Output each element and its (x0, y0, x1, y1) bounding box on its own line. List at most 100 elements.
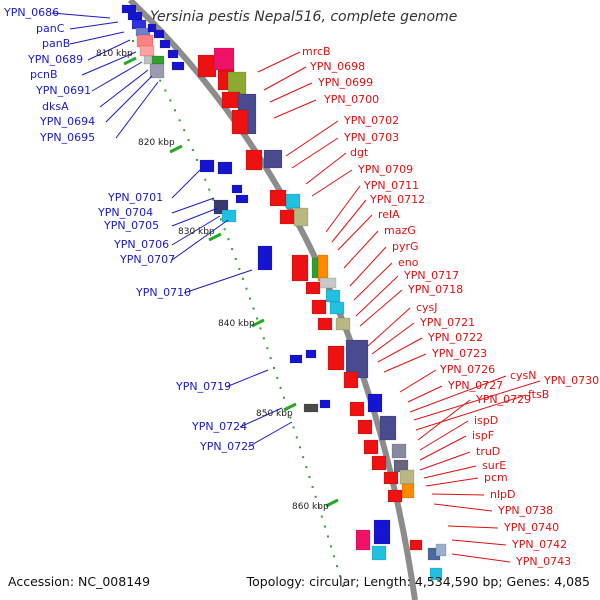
gene-label-ypn_0743[interactable]: YPN_0743 (515, 555, 571, 568)
gene-leader-line (433, 503, 493, 512)
gene-leader-line (451, 539, 507, 546)
gene-label-ypn_0691[interactable]: YPN_0691 (35, 84, 91, 97)
gene-feature (327, 345, 345, 371)
tick-dot (282, 396, 285, 399)
gene-label-nlpd[interactable]: nlpD (490, 488, 515, 501)
gene-label-ypn_0695[interactable]: YPN_0695 (39, 131, 95, 144)
gene-label-dgt[interactable]: dgt (350, 146, 369, 159)
gene-label-pyrg[interactable]: pyrG (392, 240, 419, 253)
gene-feature (199, 159, 215, 173)
gene-label-ypn_0722[interactable]: YPN_0722 (427, 331, 483, 344)
tick-dot (289, 416, 292, 419)
gene-leader-line (371, 322, 415, 355)
gene-label-ypn_0712[interactable]: YPN_0712 (369, 193, 425, 206)
gene-label-ypn_0730[interactable]: YPN_0730 (543, 374, 599, 387)
gene-feature (357, 419, 373, 435)
gene-label-ypn_0724[interactable]: YPN_0724 (191, 420, 247, 433)
tick-dot (204, 178, 207, 181)
gene-label-ypn_0718[interactable]: YPN_0718 (407, 283, 463, 296)
gene-label-panc[interactable]: panC (36, 22, 65, 35)
gene-leader-line (355, 275, 399, 317)
gene-label-ypn_0694[interactable]: YPN_0694 (39, 115, 95, 128)
gene-label-mazg[interactable]: mazG (384, 224, 416, 237)
gene-label-ypn_0729[interactable]: YPN_0729 (475, 393, 531, 406)
tick-dot (183, 129, 186, 132)
gene-label-ypn_0727[interactable]: YPN_0727 (447, 379, 503, 392)
gene-feature (319, 399, 331, 409)
tick-dot (178, 119, 181, 122)
gene-label-ypn_0702[interactable]: YPN_0702 (343, 114, 399, 127)
gene-leader-line (367, 307, 411, 347)
gene-label-ypn_0725[interactable]: YPN_0725 (199, 440, 255, 453)
gene-feature (379, 415, 397, 441)
gene-leader-line (337, 214, 373, 251)
gene-label-ypn_0703[interactable]: YPN_0703 (343, 131, 399, 144)
tick-dot (339, 575, 342, 578)
tick-dot (187, 139, 190, 142)
gene-label-ypn_0686[interactable]: YPN_0686 (3, 6, 59, 19)
gene-feature (131, 19, 147, 30)
gene-label-ypn_0705[interactable]: YPN_0705 (103, 219, 159, 232)
gene-label-ypn_0698[interactable]: YPN_0698 (309, 60, 365, 73)
gene-leader-line (171, 169, 201, 199)
gene-label-ypn_0719[interactable]: YPN_0719 (175, 380, 231, 393)
gene-label-ypn_0710[interactable]: YPN_0710 (135, 286, 191, 299)
gene-label-pcnb[interactable]: pcnB (30, 68, 58, 81)
gene-leader-line (383, 353, 427, 373)
gene-label-mrcb[interactable]: mrcB (302, 45, 331, 58)
gene-feature (371, 455, 387, 471)
gene-label-ypn_0723[interactable]: YPN_0723 (431, 347, 487, 360)
tick-dot (196, 158, 199, 161)
gene-label-ypn_0726[interactable]: YPN_0726 (439, 363, 495, 376)
gene-feature (231, 184, 243, 194)
gene-feature (291, 254, 309, 282)
gene-label-ispd[interactable]: ispD (474, 414, 498, 427)
gene-label-ypn_0704[interactable]: YPN_0704 (97, 206, 153, 219)
gene-leader-line (239, 407, 283, 428)
gene-label-ftsb[interactable]: ftsB (528, 388, 549, 401)
tick-dot (159, 79, 162, 82)
gene-label-ypn_0721[interactable]: YPN_0721 (419, 316, 475, 329)
gene-label-cysj[interactable]: cysJ (416, 301, 438, 314)
gene-feature (235, 194, 249, 204)
gene-label-trud[interactable]: truD (476, 445, 500, 458)
scale-tick-mark (325, 498, 339, 508)
gene-label-sure[interactable]: surE (482, 459, 506, 472)
gene-label-pcm[interactable]: pcm (484, 471, 508, 484)
tick-dot (191, 149, 194, 151)
gene-feature (363, 439, 379, 455)
gene-feature (325, 289, 341, 303)
gene-label-ypn_0742[interactable]: YPN_0742 (511, 538, 567, 551)
gene-label-ypn_0700[interactable]: YPN_0700 (323, 93, 379, 106)
gene-leader-line (225, 369, 269, 388)
gene-label-ypn_0706[interactable]: YPN_0706 (113, 238, 169, 251)
gene-label-rela[interactable]: relA (378, 208, 400, 221)
gene-label-ispf[interactable]: ispF (472, 429, 494, 442)
gene-label-ypn_0699[interactable]: YPN_0699 (317, 76, 373, 89)
tick-dot (295, 436, 298, 439)
scale-tick-label: 840 kbp (218, 319, 255, 329)
gene-leader-line (331, 199, 367, 243)
tick-dots (132, 40, 344, 587)
gene-label-ypn_0711[interactable]: YPN_0711 (363, 179, 419, 192)
gene-feature (311, 299, 327, 315)
gene-label-ypn_0707[interactable]: YPN_0707 (119, 253, 175, 266)
gene-feature (227, 71, 247, 95)
gene-leader-line (431, 493, 485, 496)
gene-label-panb[interactable]: panB (42, 37, 70, 50)
gene-label-eno[interactable]: eno (398, 256, 419, 269)
gene-label-ypn_0738[interactable]: YPN_0738 (497, 504, 553, 517)
gene-label-ypn_0701[interactable]: YPN_0701 (107, 191, 163, 204)
gene-leader-line (291, 137, 339, 169)
gene-feature (355, 529, 371, 551)
gene-label-ypn_0740[interactable]: YPN_0740 (503, 521, 559, 534)
gene-label-ypn_0709[interactable]: YPN_0709 (357, 163, 413, 176)
gene-leader-line (99, 69, 149, 108)
gene-feature (136, 34, 154, 48)
gene-feature (159, 39, 171, 49)
gene-label-cysn[interactable]: cysN (510, 369, 537, 382)
gene-feature (435, 543, 447, 557)
gene-label-dksa[interactable]: dksA (42, 100, 69, 113)
gene-label-ypn_0717[interactable]: YPN_0717 (403, 269, 459, 282)
gene-label-ypn_0689[interactable]: YPN_0689 (27, 53, 83, 66)
